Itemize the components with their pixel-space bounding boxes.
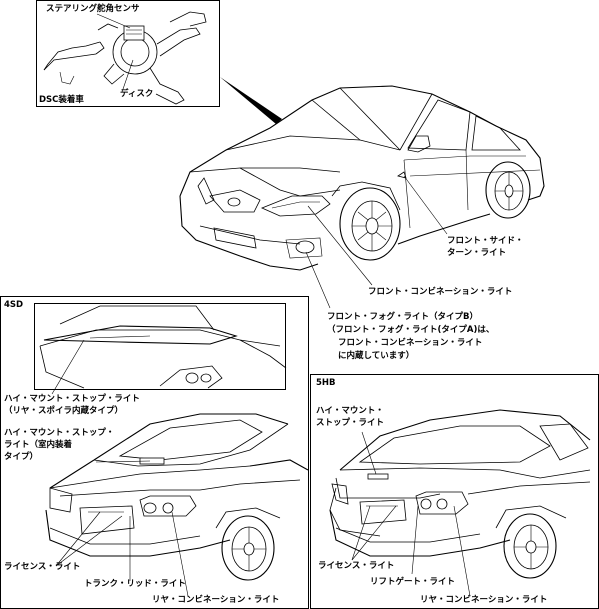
sedan-hms-interior-label-3: タイプ） <box>4 452 39 462</box>
steering-sensor-label: ステアリング舵角センサ <box>46 4 140 14</box>
front-combination-label: フロント・コンビネーション・ライト <box>368 287 513 297</box>
sedan-spoiler-inset <box>34 303 286 390</box>
main-car-drawing <box>179 85 545 271</box>
hatch-hms-label-1: ハイ・マウント・ <box>316 406 384 416</box>
sedan-license-label: ライセンス・ライト <box>4 562 81 572</box>
steering-column-drawing <box>43 11 207 105</box>
hatch-tag: 5HB <box>316 378 336 388</box>
fog-light-label-1: フロント・フォグ・ライト（タイプB） <box>327 312 478 322</box>
front-side-turn-label-1: フロント・サイド・ <box>447 236 524 246</box>
fog-light-label-4: に内蔵しています） <box>338 351 415 361</box>
fog-light-label-2: （フロント・フォグ・ライト(タイプA)は、 <box>327 325 495 335</box>
sedan-hms-spoiler-label-1: ハイ・マウント・ストップ・ライト <box>4 394 140 404</box>
sedan-hms-interior-label-2: ライト（室内装着 <box>4 440 73 450</box>
hatch-liftgate-label: リフトゲート・ライト <box>370 577 456 587</box>
fog-light-label-3: フロント・コンビネーション・ライト <box>338 338 483 348</box>
sedan-tag: 4SD <box>4 300 24 310</box>
dsc-equipped-label: DSC装着車 <box>39 95 84 105</box>
hatch-license-label: ライセンス・ライト <box>318 561 395 571</box>
hatch-rear-combination-label: リヤ・コンビネーション・ライト <box>420 595 548 605</box>
sedan-hms-interior-label-1: ハイ・マウント・ストップ・ <box>4 428 115 438</box>
hatch-rear-car-drawing <box>329 409 591 579</box>
sedan-rear-car-drawing <box>45 413 309 581</box>
disc-label: ディスク <box>120 89 154 99</box>
sedan-trunk-lid-label: トランク・リッド・ライト <box>84 579 186 589</box>
sedan-rear-combination-label: リヤ・コンビネーション・ライト <box>152 595 280 605</box>
sedan-spoiler-drawing <box>39 305 287 389</box>
sedan-hms-spoiler-label-2: （リヤ・スポイラ内蔵タイプ） <box>4 406 124 416</box>
hatch-hms-label-2: ストップ・ライト <box>316 418 385 428</box>
steering-sensor-inset <box>36 0 220 107</box>
front-side-turn-label-2: ターン・ライト <box>447 248 507 258</box>
